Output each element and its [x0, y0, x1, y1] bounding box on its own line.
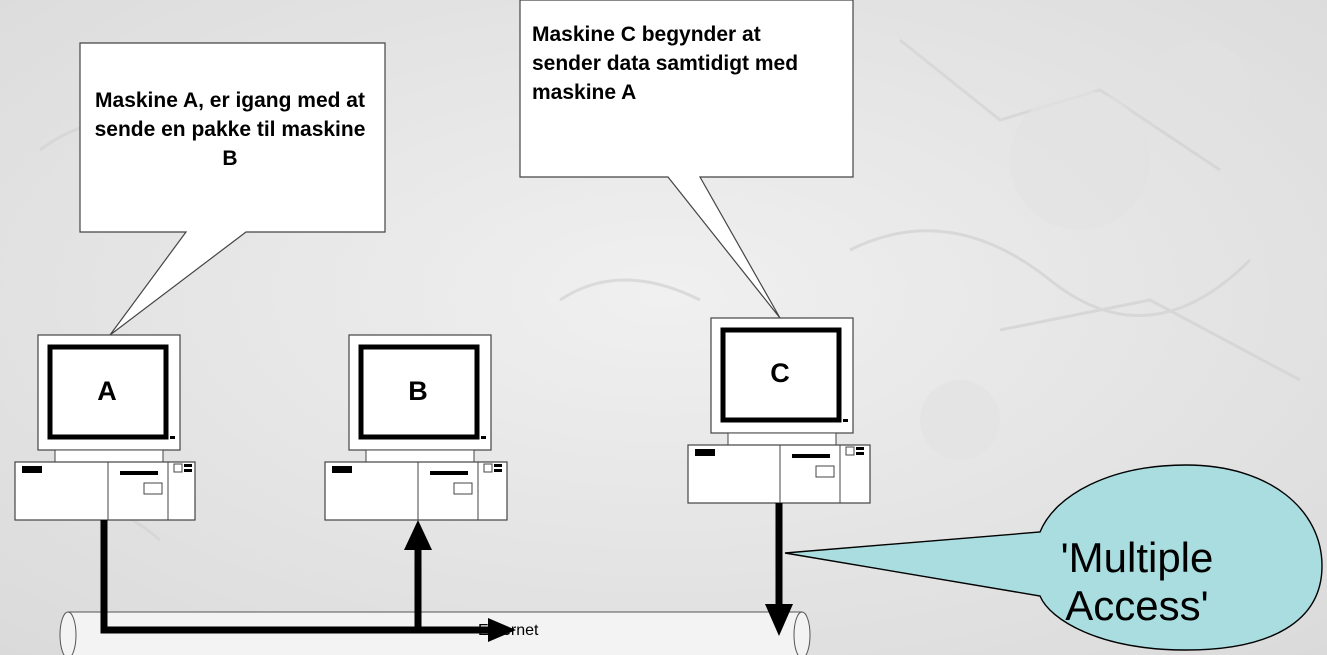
computer-c	[687, 317, 871, 504]
computer-a	[14, 334, 196, 521]
callout-box-a	[79, 42, 386, 336]
signal-arrow-from-c	[765, 503, 793, 636]
computer-label-b: B	[408, 376, 428, 406]
computer-b	[324, 334, 508, 521]
computer-label-a: A	[97, 376, 117, 406]
computer-label-c: C	[770, 358, 790, 388]
multiple-access-label: 'Multiple Access'	[1060, 534, 1214, 629]
ethernet-label: Ethernet	[478, 622, 539, 639]
signal-path-a	[100, 520, 516, 642]
callout-box-c	[519, 0, 854, 319]
callout-text-a: Maskine A, er igang med at sende en pakk…	[94, 89, 366, 170]
signal-arrow-to-b	[404, 520, 432, 630]
multiple-access-bubble	[784, 464, 1323, 651]
callout-text-c: Maskine C begynder at sender data samtid…	[532, 23, 799, 104]
